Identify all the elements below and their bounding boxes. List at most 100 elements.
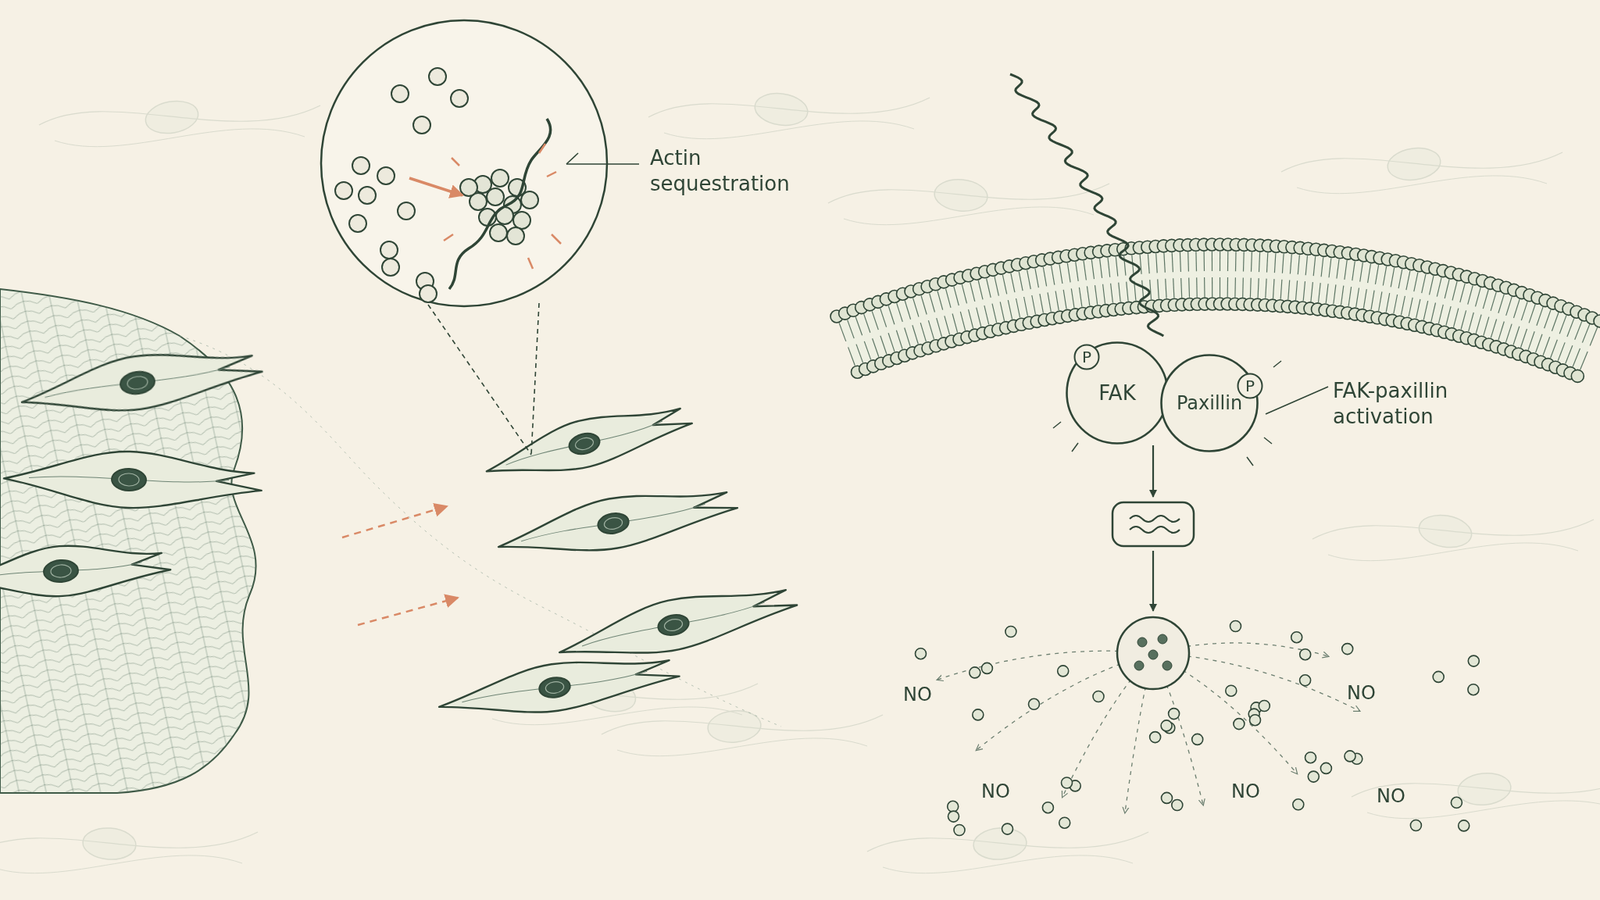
lipid-tail: [1164, 253, 1165, 273]
actin-cluster: [507, 227, 525, 245]
lipid-tail: [1139, 254, 1142, 275]
no-molecule: [1305, 752, 1317, 764]
lipid-tail: [1536, 307, 1543, 326]
lipid-tail: [1156, 253, 1158, 274]
cell: [493, 477, 741, 569]
bg-fibre: [601, 714, 883, 735]
lipid-tail: [1157, 278, 1160, 299]
phospho-marker: P: [1073, 343, 1100, 371]
lipid-tail: [1544, 310, 1551, 329]
lipid-tail: [968, 309, 974, 329]
lipid-tail: [1259, 252, 1261, 272]
lipid-tail: [1580, 351, 1589, 370]
bg-fibre: [1281, 152, 1563, 172]
lipid-tail: [1100, 258, 1103, 279]
actin-cluster: [460, 178, 478, 197]
no-molecule: [1061, 777, 1073, 789]
lipid-tail: [1289, 254, 1292, 275]
peptide-strand-zoom: [449, 118, 551, 290]
molecule-label: NO: [1376, 784, 1424, 808]
lipid-tail: [1506, 296, 1513, 316]
bg-fibre: [0, 832, 258, 852]
no-molecule: [1432, 671, 1444, 683]
lipid-tail: [1195, 251, 1197, 272]
no-molecule: [1300, 675, 1311, 686]
no-molecule: [1344, 750, 1356, 762]
lipid-tail: [1219, 251, 1221, 272]
actin-monomer: [419, 285, 437, 303]
burst-tick: [443, 234, 454, 241]
lipid-tail: [961, 284, 967, 304]
lipid-tail: [1460, 310, 1467, 329]
no-molecule: [1467, 684, 1479, 696]
lipid-tail: [1416, 299, 1421, 318]
no-molecule: [1168, 708, 1180, 720]
lipid-tail: [1282, 253, 1284, 274]
cell: [0, 538, 172, 604]
lipid-tail: [1171, 252, 1173, 272]
lipid-tail: [1257, 278, 1259, 298]
no-molecule: [1225, 685, 1237, 697]
lipid-tail: [1075, 261, 1079, 282]
lipid-tail: [1344, 260, 1347, 280]
lipid-tail: [1375, 264, 1379, 285]
bg-fibre: [648, 97, 930, 118]
vesicle-contents: [1134, 634, 1172, 671]
actin-monomer: [349, 214, 367, 233]
lipid-tail: [1042, 267, 1047, 287]
no-molecule: [1291, 632, 1303, 643]
lipid-tail: [1126, 282, 1129, 302]
lipid-tail: [1475, 287, 1482, 307]
lipid-tail: [1242, 277, 1244, 297]
no-molecule: [1320, 762, 1332, 774]
sequestration-arrow: [409, 178, 463, 196]
lipid-tail: [1406, 271, 1411, 291]
burst-tick: [551, 234, 561, 244]
cell: [553, 574, 802, 674]
lipid-tail: [1551, 312, 1559, 332]
lipid-tail: [978, 280, 983, 300]
lipid-tail: [1273, 278, 1275, 299]
lipid-tail: [1483, 317, 1490, 336]
lipid-tail: [871, 310, 879, 330]
lipid-tail: [1078, 287, 1083, 308]
lipid-tail: [1267, 253, 1268, 273]
signal-box: [1112, 502, 1194, 547]
lipid-tail: [1446, 306, 1451, 325]
lipid-tail: [929, 292, 936, 312]
bg-fibre: [617, 738, 868, 757]
phospho-marker: P: [1236, 372, 1264, 400]
lipid-tail: [1179, 252, 1181, 272]
lipid-tail: [1235, 251, 1237, 272]
lipid-tail: [1429, 275, 1435, 295]
lipid-tail: [1378, 291, 1383, 311]
lipid-tail: [1341, 285, 1344, 306]
lipid-tail: [1196, 277, 1198, 297]
lipid-tail: [1181, 278, 1183, 298]
lipid-tail: [1438, 304, 1443, 324]
lipid-tail: [896, 303, 904, 322]
lipid-tail: [1150, 279, 1152, 300]
bg-nucleus: [1416, 510, 1475, 551]
lipid-tail: [1589, 327, 1597, 346]
lipid-tail: [1490, 319, 1497, 339]
lipid-tail: [1542, 336, 1550, 356]
lipid-tail: [937, 291, 943, 311]
molecule-label: NO: [1231, 779, 1279, 804]
actin-monomer: [352, 157, 370, 175]
no-molecule: [1161, 792, 1173, 804]
lipid-tail: [1408, 297, 1413, 318]
lipid-tail: [1274, 253, 1276, 273]
no-molecule: [1150, 732, 1161, 743]
lipid-tail: [1582, 324, 1590, 343]
lipid-tail: [960, 311, 965, 331]
lipid-tail: [1110, 283, 1114, 304]
lipid-tail: [1313, 256, 1316, 276]
actin-monomer: [413, 116, 431, 134]
signal-arrow: [1152, 550, 1154, 611]
lipid-tail: [1107, 257, 1111, 278]
lipid-tail: [864, 314, 871, 333]
lipid-tail: [1024, 296, 1029, 317]
molecule-label: NO: [903, 682, 950, 707]
